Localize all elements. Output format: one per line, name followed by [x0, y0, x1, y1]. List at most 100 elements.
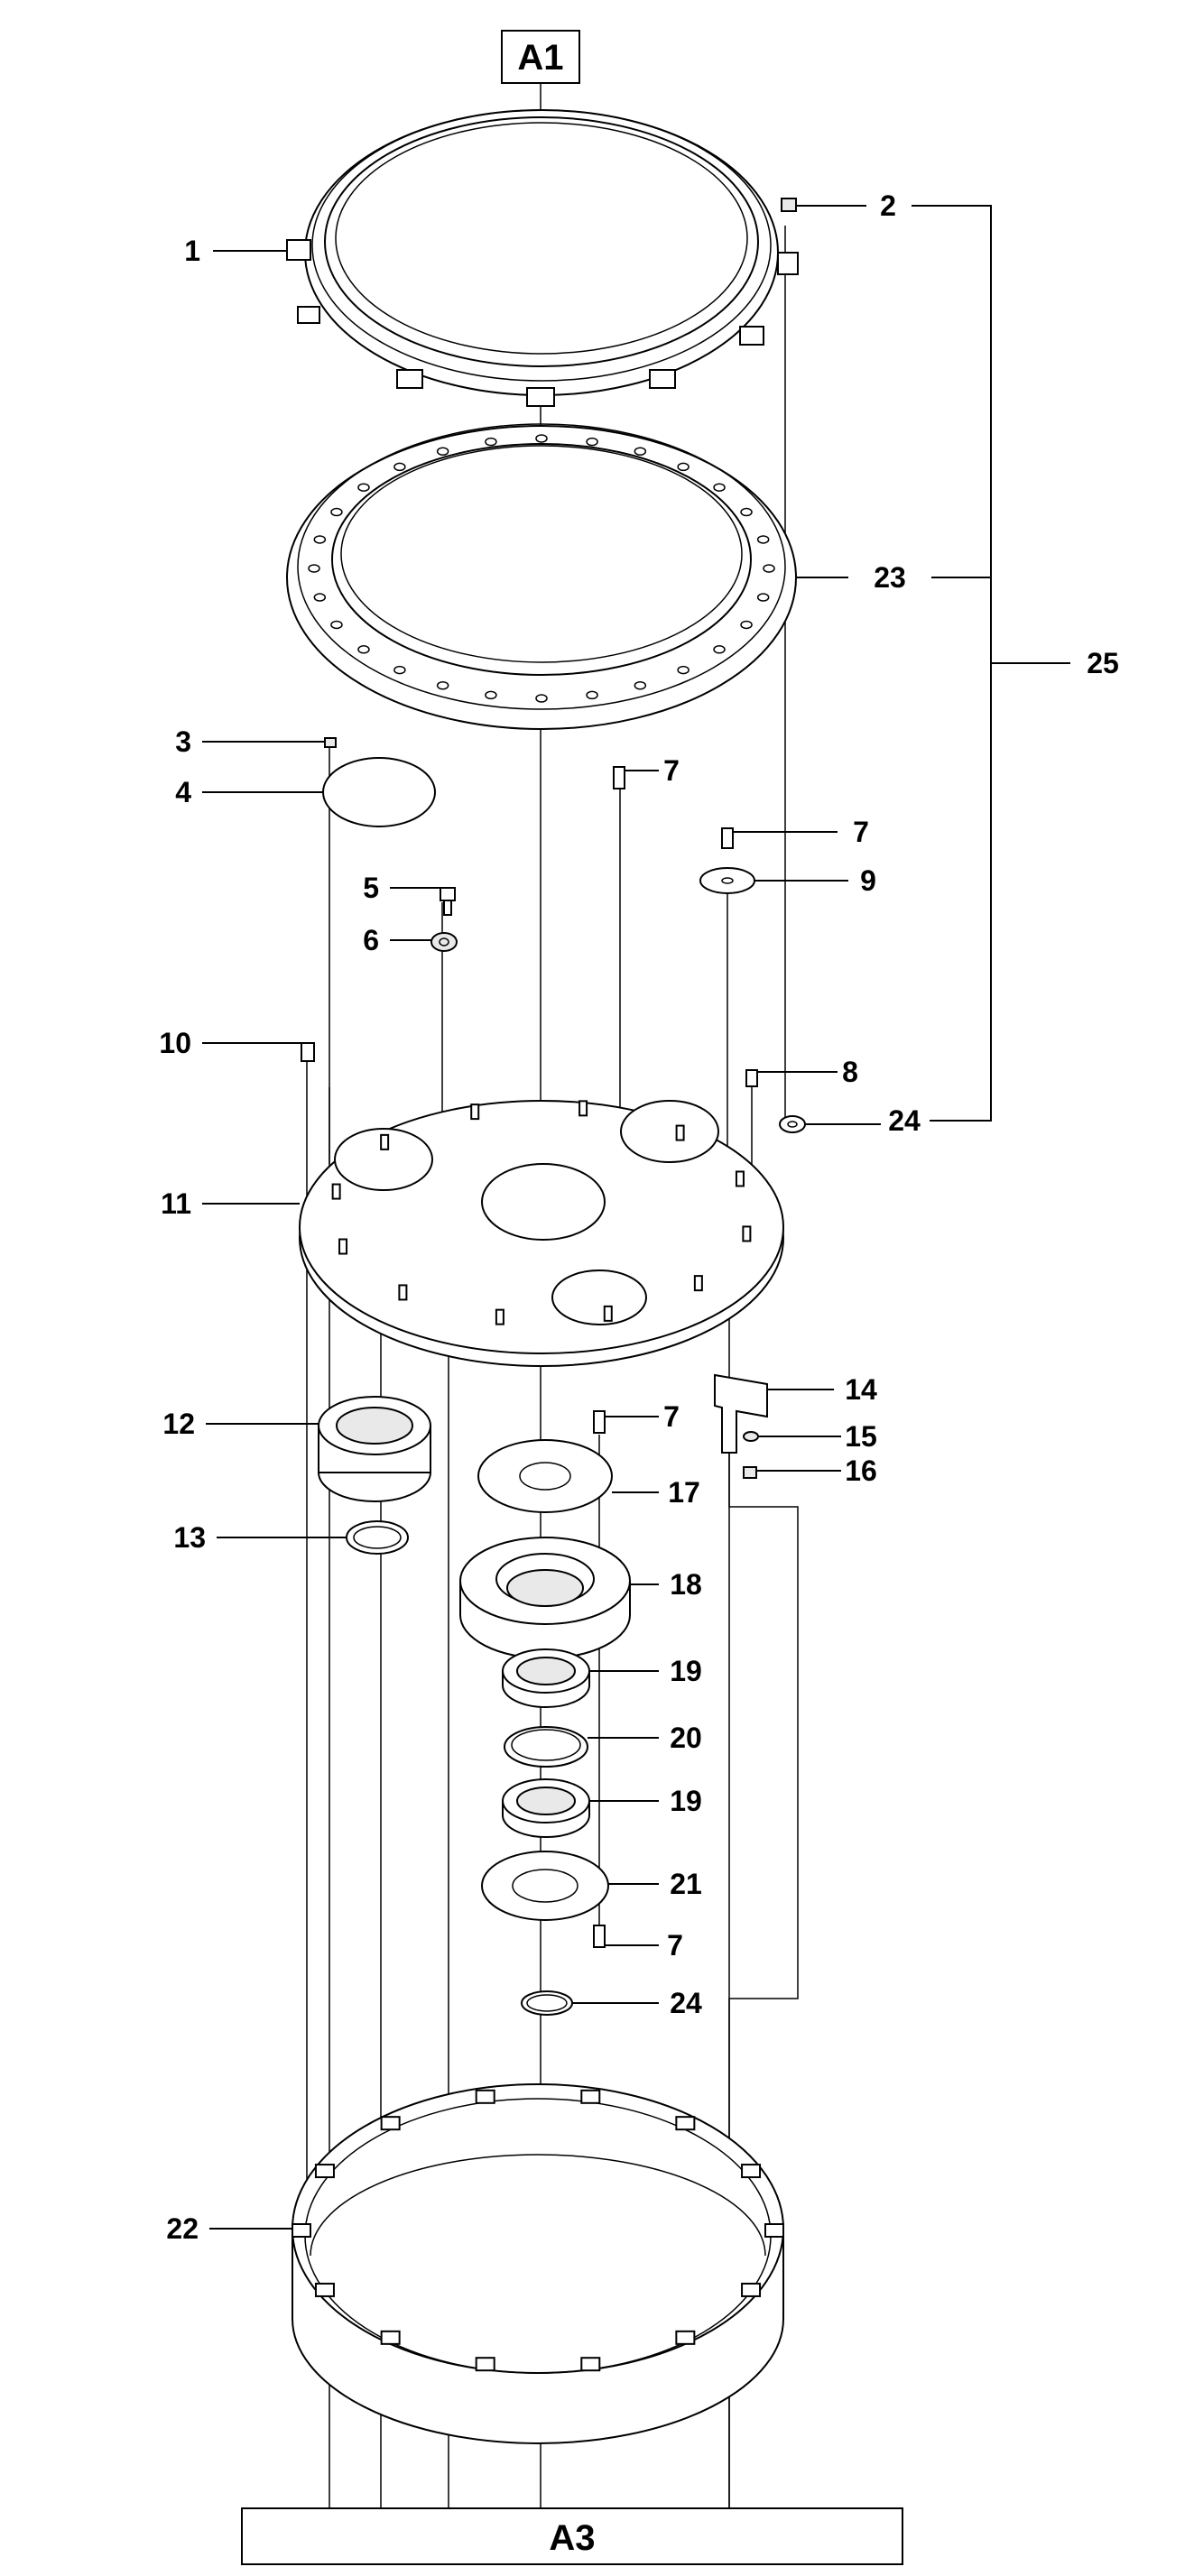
callout-25: 25 [1087, 647, 1119, 679]
callout-14: 14 [845, 1373, 877, 1406]
part-bottom-housing [292, 2083, 784, 2444]
callout-8: 8 [842, 1056, 858, 1088]
callout-9: 9 [860, 864, 876, 897]
part-o-ring [346, 1520, 409, 1555]
ring-hole [357, 645, 370, 654]
leader-lines [202, 205, 1070, 2230]
ring-hole [313, 593, 327, 602]
part-flange-21 [481, 1851, 609, 1921]
part-small-hardware-upper [301, 198, 806, 1948]
plate-stud [495, 1308, 504, 1325]
ring-hole [586, 690, 598, 700]
plate-stud [742, 1225, 752, 1242]
ring-hole [586, 437, 598, 447]
callout-19-a: 19 [670, 1655, 702, 1687]
ring-hole [535, 694, 548, 703]
ring-hole [308, 564, 320, 573]
plate-stud [331, 1183, 341, 1200]
housing-tab [741, 2164, 762, 2179]
ring-hole [713, 483, 726, 492]
plate-stud [693, 1275, 703, 1292]
callout-7-a: 7 [663, 754, 680, 787]
callout-4: 4 [175, 776, 191, 808]
ring-hole [740, 620, 753, 630]
callout-10: 10 [159, 1027, 191, 1059]
callout-23: 23 [874, 561, 906, 594]
callout-18: 18 [670, 1568, 702, 1601]
ring-hole [713, 645, 726, 654]
housing-tab [292, 2223, 311, 2238]
part-seal-housing [318, 1396, 431, 1502]
housing-tab [314, 2164, 335, 2179]
plate-stud [735, 1170, 745, 1187]
part-spacer-20 [504, 1726, 588, 1768]
part-snap-ring-24 [521, 1990, 573, 2016]
ring-hole [393, 665, 406, 675]
callout-11: 11 [161, 1187, 191, 1220]
callout-21: 21 [670, 1868, 702, 1900]
callout-16: 16 [845, 1454, 877, 1487]
callout-19-b: 19 [670, 1785, 702, 1817]
plate-stud [603, 1305, 613, 1322]
plate-stud [675, 1124, 685, 1141]
callout-7-b: 7 [853, 816, 869, 848]
ring-hole [436, 680, 449, 690]
housing-tab [475, 2089, 495, 2104]
ring-hole [436, 447, 449, 457]
callout-7-c: 7 [663, 1400, 680, 1433]
ring-hole [634, 680, 647, 690]
housing-tab [764, 2223, 784, 2238]
part-bracket [714, 1373, 768, 1479]
ref-box-a1: A1 [501, 30, 580, 84]
housing-tab [580, 2357, 601, 2372]
housing-tab [675, 2116, 696, 2131]
ring-hole [313, 535, 327, 544]
ref-a1-label: A1 [517, 38, 563, 78]
callout-labels: 1 2 3 4 5 6 7 7 7 8 9 10 11 12 13 14 15 … [159, 189, 1118, 2245]
plate-stud [578, 1100, 588, 1117]
callout-3: 3 [175, 725, 191, 758]
callout-24-a: 24 [888, 1104, 921, 1137]
callout-22: 22 [166, 2212, 199, 2245]
part-bearing-19a [502, 1648, 590, 1708]
plate-stud [338, 1238, 348, 1255]
callout-5: 5 [363, 872, 379, 904]
ref-a3-label: A3 [549, 2518, 595, 2558]
ring-hole [677, 462, 690, 472]
part-hub-18 [459, 1537, 631, 1659]
ring-hole [330, 620, 343, 630]
callout-2: 2 [880, 189, 896, 222]
bottom-housing-tabs [292, 2089, 784, 2372]
plate-stud [380, 1133, 390, 1150]
housing-tab [380, 2330, 401, 2345]
callout-7-d: 7 [667, 1929, 683, 1962]
ring-hole [357, 483, 370, 492]
ring-hole [763, 564, 775, 573]
part-top-ring [286, 109, 799, 407]
housing-tab [475, 2357, 495, 2372]
callout-12: 12 [162, 1408, 195, 1440]
ring-hole [634, 447, 647, 457]
ring-hole [330, 507, 343, 517]
housing-tab [580, 2089, 601, 2104]
callout-24-b: 24 [670, 1987, 702, 2019]
callout-15: 15 [845, 1420, 877, 1453]
callout-1: 1 [184, 235, 200, 267]
part-flange-17 [477, 1439, 613, 1513]
part-bolt-ring [286, 423, 797, 730]
ring-hole [393, 462, 406, 472]
plate-stud [398, 1284, 408, 1301]
callout-17: 17 [668, 1476, 700, 1509]
ring-hole [756, 535, 770, 544]
housing-tab [675, 2330, 696, 2345]
housing-tab [314, 2282, 335, 2297]
callout-20: 20 [670, 1722, 702, 1754]
ring-hole [677, 665, 690, 675]
ref-box-a3: A3 [241, 2507, 903, 2565]
ring-hole [485, 690, 497, 700]
plate-stud [470, 1103, 480, 1121]
callout-6: 6 [363, 924, 379, 956]
ring-hole [535, 434, 548, 443]
